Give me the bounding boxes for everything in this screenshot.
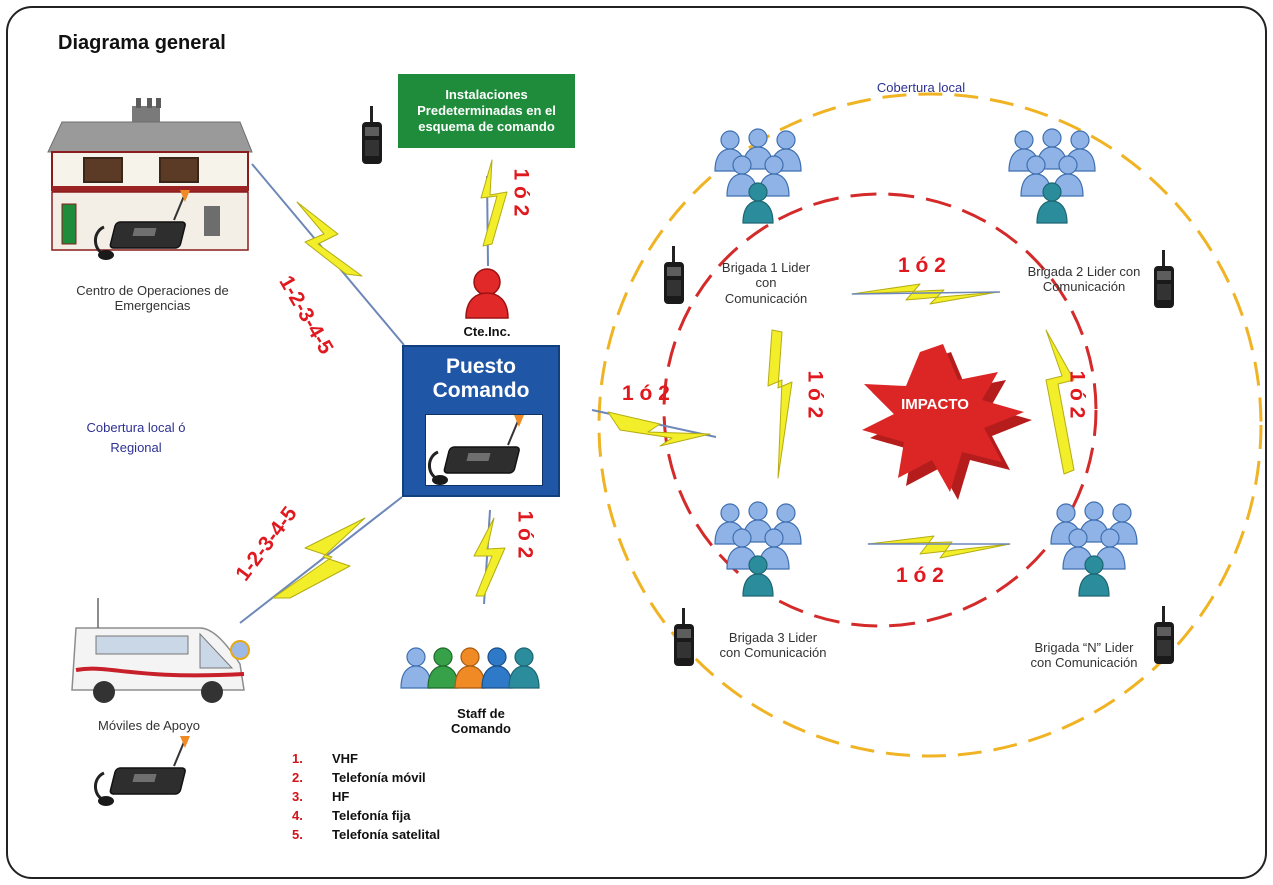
legend-number: 4. — [292, 808, 303, 823]
commander-person-icon — [465, 268, 509, 319]
link-label-brigada-left: 1 ó 2 — [803, 370, 827, 419]
lightning-instalaciones — [480, 159, 508, 247]
base-radio-puesto-icon — [427, 413, 526, 487]
brigada3-group-icon — [715, 502, 801, 596]
brigadaN-label: Brigada “N” Lider con Comunicación — [1030, 640, 1138, 671]
link-line-moviles — [239, 496, 403, 624]
centro-label: Centro de Operaciones de Emergencias — [76, 283, 229, 314]
legend: 1. VHF 2. Telefonía móvil 3. HF 4. Telef… — [292, 749, 440, 844]
brigada3-label: Brigada 3 Lider con Comunicación — [719, 630, 827, 661]
brigada1-group-icon — [715, 129, 801, 223]
instalaciones-box: Instalaciones Predeterminadas en el esqu… — [398, 74, 575, 148]
legend-item: 4. Telefonía fija — [292, 806, 440, 825]
cobertura-regional-label: Cobertura local ó Regional — [86, 420, 186, 456]
handheld-radio-top-icon — [362, 106, 382, 164]
cte-label: Cte.Inc. — [463, 324, 511, 339]
base-radio-moviles-icon — [93, 734, 192, 808]
puesto-comando-label: Puesto Comando — [432, 355, 530, 403]
instalaciones-label: Instalaciones Predeterminadas en el esqu… — [417, 87, 556, 134]
lightning-centro — [296, 201, 363, 277]
legend-item: 3. HF — [292, 787, 440, 806]
handheld-radio-brigadaN-icon — [1154, 606, 1174, 664]
lightning-puesto-brigadas — [607, 411, 711, 447]
legend-number: 5. — [292, 827, 303, 842]
impacto-star — [862, 344, 1024, 492]
legend-number: 1. — [292, 751, 303, 766]
brigada1-label: Brigada 1 Lider con Comunicación — [721, 260, 811, 306]
link-label-brigada-right: 1 ó 2 — [1065, 370, 1089, 419]
legend-number: 3. — [292, 789, 303, 804]
brigada2-label: Brigada 2 Lider con Comunicación — [1027, 264, 1141, 295]
van-icon — [71, 598, 250, 703]
lightning-moviles — [272, 517, 366, 599]
lightning-staff — [473, 517, 506, 597]
handheld-radio-brigada3-icon — [674, 608, 694, 666]
legend-label: Telefonía fija — [332, 808, 411, 823]
link-label-brigada-top: 1 ó 2 — [898, 254, 946, 277]
legend-item: 2. Telefonía móvil — [292, 768, 440, 787]
lightning-brigada-bottom — [867, 535, 1011, 559]
brigada2-group-icon — [1009, 129, 1095, 223]
link-label-puesto-brigadas: 1 ó 2 — [622, 382, 670, 405]
lightning-brigada-left — [767, 329, 793, 479]
lightning-brigada-right — [1045, 329, 1075, 475]
legend-item: 1. VHF — [292, 749, 440, 768]
inner-coverage-circle — [662, 192, 1098, 628]
puesto-comando-box: Puesto Comando — [402, 345, 560, 497]
outer-coverage-circle — [597, 92, 1263, 758]
brigadaN-group-icon — [1051, 502, 1137, 596]
handheld-radio-brigada2-icon — [1154, 250, 1174, 308]
staff-label: Staff de Comando — [451, 706, 511, 737]
link-line-brigada-top — [851, 291, 1001, 295]
legend-item: 5. Telefonía satelital — [292, 825, 440, 844]
legend-label: Telefonía móvil — [332, 770, 426, 785]
legend-label: HF — [332, 789, 350, 804]
legend-label: Telefonía satelital — [332, 827, 441, 842]
link-label-instalaciones: 1 ó 2 — [509, 168, 533, 217]
puesto-comando-radio-panel — [425, 413, 543, 487]
staff-group-icon — [400, 647, 540, 689]
legend-number: 2. — [292, 770, 303, 785]
diagram-title: Diagrama general — [58, 32, 226, 54]
link-label-brigada-bottom: 1 ó 2 — [896, 564, 944, 587]
moviles-label: Móviles de Apoyo — [98, 718, 200, 733]
link-label-staff: 1 ó 2 — [513, 510, 537, 559]
cobertura-local-label: Cobertura local — [876, 80, 966, 95]
legend-label: VHF — [332, 751, 358, 766]
impacto-label: IMPACTO — [901, 396, 969, 413]
handheld-radio-brigada1-icon — [664, 246, 684, 304]
